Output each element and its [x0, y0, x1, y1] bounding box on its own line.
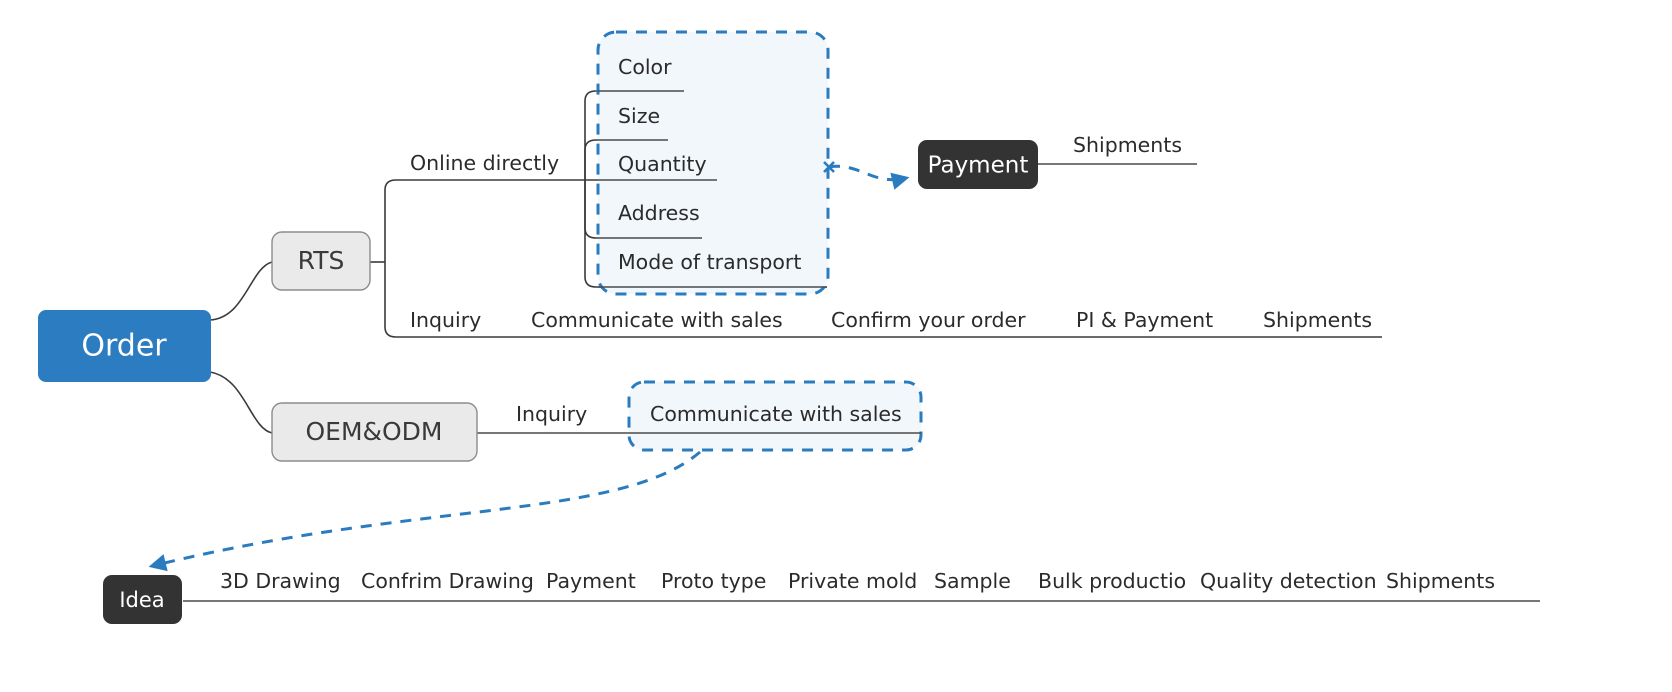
bottom-step-bulk-productio: Bulk productio: [1038, 569, 1186, 593]
idea-node-label: Idea: [119, 588, 164, 612]
option-label-address: Address: [618, 201, 700, 225]
edge-order-to-oem: [209, 371, 273, 434]
payment-shipments-label: Shipments: [1073, 133, 1182, 157]
option-label-mode-of-transport: Mode of transport: [618, 250, 801, 274]
connector-communicate-to-idea: [148, 450, 701, 572]
bottom-step-quality-detection: Quality detection: [1200, 569, 1377, 593]
rts-spine-down: [384, 262, 1382, 338]
bottom-step-confrim-drawing: Confrim Drawing: [361, 569, 534, 593]
rts-step-pi-and-payment: PI & Payment: [1076, 308, 1213, 332]
bottom-step-proto-type: Proto type: [661, 569, 766, 593]
idea-node-shape[interactable]: [103, 575, 182, 624]
oem-odm-node-shape[interactable]: [271, 402, 478, 462]
order-root-shape[interactable]: [38, 310, 211, 382]
oem-odm-node-label: OEM&ODM: [305, 417, 442, 446]
connector-tail-tick: [823, 161, 835, 173]
option-label-quantity: Quantity: [618, 152, 707, 176]
payment-node-shape[interactable]: [918, 140, 1038, 189]
rts-step-shipments: Shipments: [1263, 308, 1372, 332]
edge-order-to-rts: [209, 261, 273, 321]
bottom-step-payment: Payment: [546, 569, 636, 593]
bottom-step-sample: Sample: [934, 569, 1011, 593]
bottom-step-shipments: Shipments: [1386, 569, 1495, 593]
bottom-step-private-mold: Private mold: [788, 569, 917, 593]
highlight-box-options: [596, 30, 830, 296]
rts-node-label: RTS: [298, 246, 345, 275]
rts-step-communicate-with-sales: Communicate with sales: [531, 308, 783, 332]
bottom-step-3d-drawing: 3D Drawing: [220, 569, 341, 593]
connector-options-to-payment: [828, 164, 910, 190]
option-connector-size: [584, 139, 668, 180]
option-label-size: Size: [618, 104, 660, 128]
option-connector-color: [584, 90, 684, 180]
rts-node-shape[interactable]: [271, 231, 371, 291]
rts-sublabel-online-directly: Online directly: [410, 151, 559, 175]
option-connector-mode: [584, 180, 827, 288]
payment-node-label: Payment: [928, 153, 1029, 179]
option-label-color: Color: [618, 55, 672, 79]
rts-spine-up: [384, 179, 585, 262]
oem-step-inquiry: Inquiry: [516, 402, 587, 426]
order-root-label: Order: [81, 329, 167, 364]
rts-step-confirm-your-order: Confirm your order: [831, 308, 1026, 332]
oem-step-communicate-with-sales: Communicate with sales: [650, 402, 902, 426]
rts-step-inquiry: Inquiry: [410, 308, 481, 332]
